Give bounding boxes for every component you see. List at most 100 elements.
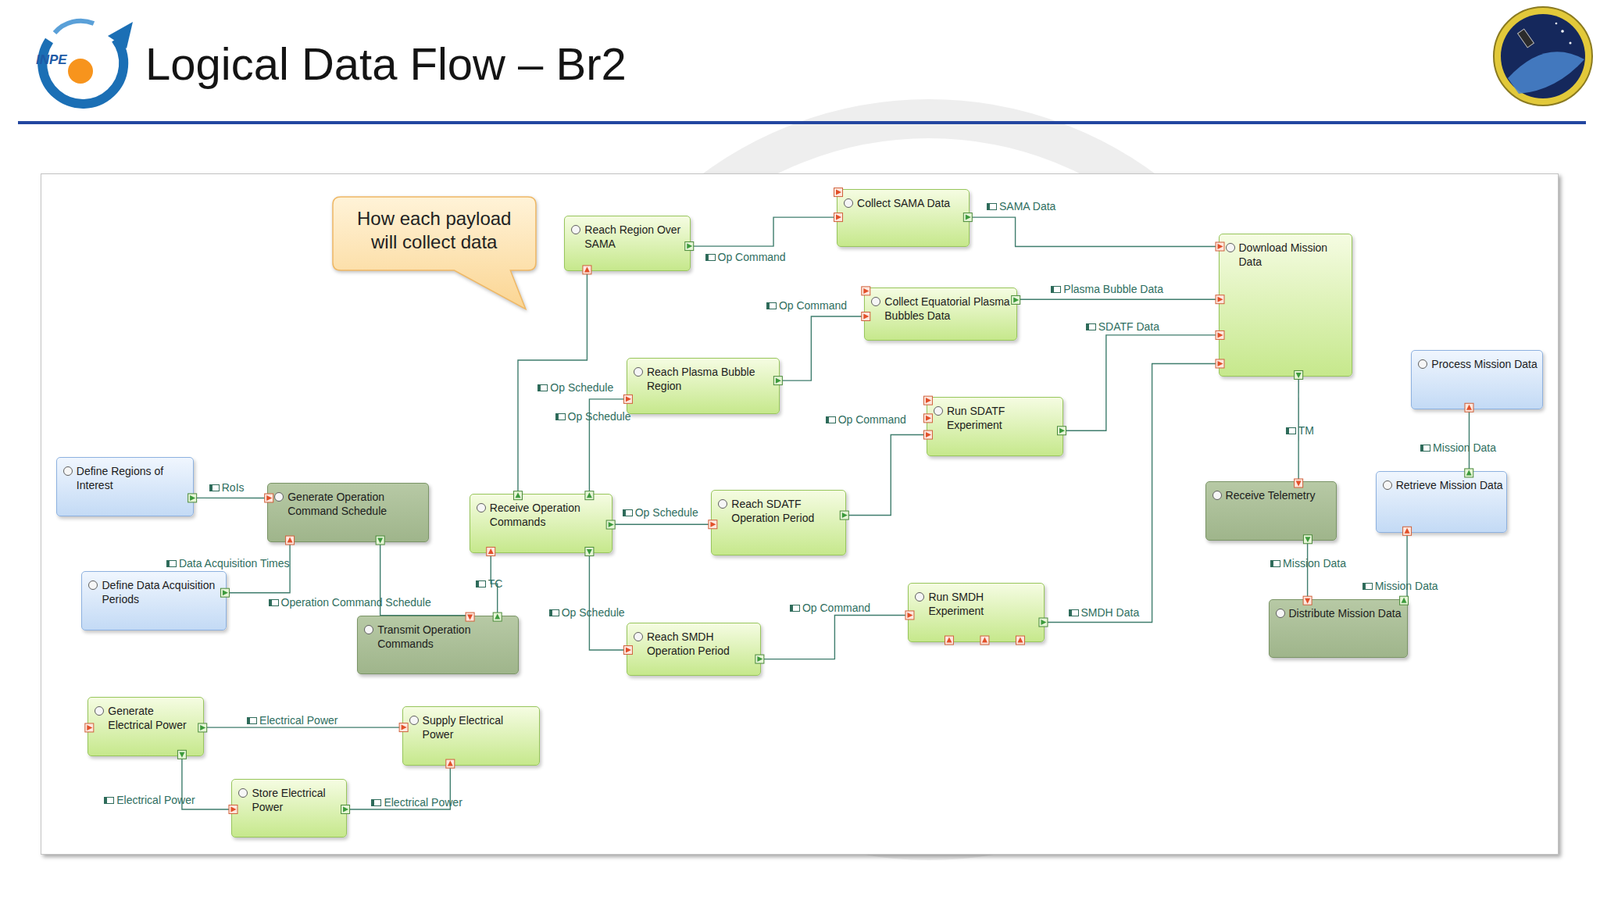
- flow-icon: [1362, 582, 1373, 590]
- flow-icon: [371, 799, 382, 807]
- flow-connector: [1297, 376, 1299, 483]
- arrow-head: [1217, 332, 1224, 338]
- arrow-head: [1217, 243, 1224, 250]
- arrow-head: [401, 725, 408, 731]
- port-out: [1294, 370, 1304, 379]
- logo-swoosh: [42, 39, 124, 104]
- function-icon: [88, 580, 98, 590]
- edge-label: Electrical Power: [259, 714, 338, 727]
- port-out: [585, 546, 594, 556]
- callout-text: How each payload will collect data: [332, 196, 536, 254]
- port-out: [1464, 468, 1474, 478]
- flow-icon: [766, 302, 777, 310]
- function-icon: [476, 503, 486, 513]
- port-triangle: [1059, 428, 1065, 434]
- flow-icon: [986, 203, 997, 211]
- node-label: Download Mission Data: [1219, 234, 1352, 269]
- flow-connector: [969, 217, 1219, 247]
- edge-label: Mission Data: [1432, 441, 1497, 454]
- port-in: [85, 723, 94, 733]
- port-in: [1403, 526, 1412, 536]
- port-in: [486, 546, 496, 556]
- patch-star: [1555, 22, 1558, 25]
- port-triangle: [514, 492, 521, 498]
- external-function-box: Process Mission Data: [1410, 350, 1543, 410]
- flow-icon: [103, 796, 115, 804]
- port-in: [861, 286, 871, 296]
- port-in: [1215, 359, 1225, 368]
- flow-connector: [1017, 299, 1218, 301]
- port-triangle: [586, 492, 593, 498]
- edge-label: Op Command: [838, 413, 907, 426]
- flow-icon: [1050, 285, 1061, 293]
- flow-connector: [690, 217, 837, 247]
- function-box: Receive Operation Commands: [469, 493, 613, 554]
- edge-label-group: TM: [1285, 423, 1315, 438]
- arrow-head: [447, 760, 454, 767]
- port-layer: [85, 188, 1474, 815]
- flow-icon: [1085, 323, 1097, 331]
- function-icon: [914, 592, 925, 602]
- flow-icon: [537, 384, 548, 392]
- function-icon: [1225, 242, 1236, 253]
- port-triangle: [178, 752, 185, 758]
- ground-function-box: Receive Telemetry: [1205, 481, 1337, 541]
- arrow-head: [584, 266, 590, 272]
- function-box: Reach Region Over SAMA: [564, 215, 691, 272]
- patch-earth: [1507, 51, 1585, 94]
- mission-patch: [1493, 7, 1593, 106]
- ground-function-box: Transmit Operation Commands: [357, 615, 518, 675]
- port-triangle: [775, 378, 782, 384]
- flow-icon: [166, 560, 177, 568]
- edge-label: Plasma Bubble Data: [1063, 282, 1164, 296]
- port-in: [708, 520, 718, 529]
- edge-label: Operation Command Schedule: [281, 596, 432, 609]
- edge-label: SMDH Data: [1081, 606, 1140, 619]
- edge-label: SDATF Data: [1098, 320, 1160, 333]
- edge-label: SAMA Data: [999, 200, 1056, 213]
- function-box: Download Mission Data: [1218, 233, 1353, 377]
- function-box: Reach SMDH Operation Period: [626, 622, 761, 676]
- arrow-head: [230, 806, 236, 812]
- edge-label-group: Operation Command Schedule: [268, 595, 432, 610]
- port-in: [465, 612, 475, 622]
- port-out: [1039, 617, 1048, 627]
- function-icon: [409, 715, 419, 725]
- port-in: [834, 213, 843, 222]
- node-label: Collect SAMA Data: [837, 189, 969, 211]
- external-function-box: Define Data Acquisition Periods: [81, 571, 226, 631]
- flow-icon: [209, 484, 220, 492]
- edge-label-group: RoIs: [209, 480, 245, 495]
- flow-icon: [268, 599, 279, 607]
- flow-connector: [1063, 335, 1219, 431]
- edge-label: Mission Data: [1282, 557, 1347, 570]
- port-out: [1057, 426, 1066, 436]
- external-function-box: Retrieve Mission Data: [1375, 471, 1508, 533]
- function-icon: [571, 225, 581, 235]
- port-triangle: [1466, 469, 1472, 475]
- port-out: [177, 750, 186, 759]
- arrow-head: [835, 214, 842, 221]
- edge-label-group: Op Command: [766, 298, 847, 313]
- port-in: [446, 759, 455, 768]
- port-in: [861, 311, 871, 321]
- flow-connector: [589, 553, 627, 650]
- arrow-head: [946, 637, 952, 643]
- edge-label-group: Mission Data: [1270, 556, 1347, 571]
- port-triangle: [200, 725, 206, 731]
- flow-connector: [1403, 532, 1408, 600]
- slide-title: Logical Data Flow – Br2: [145, 39, 627, 90]
- port-triangle: [586, 549, 593, 555]
- flow-icon: [1270, 560, 1281, 568]
- edge-label: Data Acquisition Times: [178, 557, 290, 570]
- arrow-head: [266, 495, 272, 501]
- callout-outline: [332, 196, 536, 310]
- patch-satellite: [1517, 28, 1535, 48]
- port-out: [220, 588, 229, 597]
- port-triangle: [1013, 296, 1019, 303]
- port-triangle: [965, 214, 972, 221]
- arrow-head: [1017, 637, 1023, 643]
- edge-label-group: TC: [475, 576, 504, 591]
- flow-icon: [1068, 609, 1079, 617]
